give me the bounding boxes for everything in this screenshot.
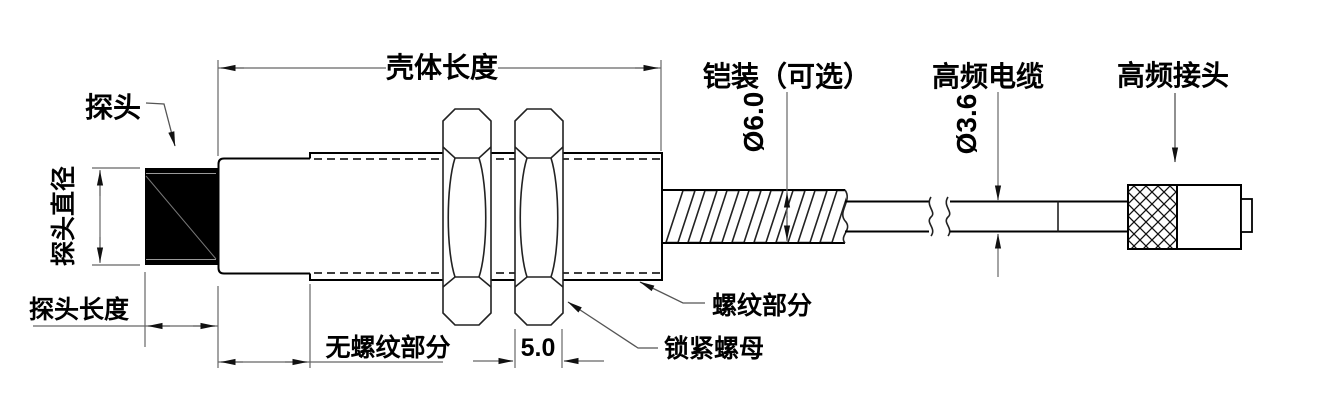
nut-top-chamfer (442, 146, 492, 159)
nut-facet-right (478, 157, 487, 278)
hf-connector-label: 高频接头 (1117, 60, 1229, 91)
leader-lines (145, 93, 1179, 349)
connector-shell (1176, 184, 1242, 250)
connector-tip (1240, 198, 1253, 233)
hf-connector-body (1127, 184, 1253, 250)
lock-nut-leader (567, 301, 658, 349)
housing-length-label: 壳体长度 (386, 52, 498, 83)
lock-nut-1 (442, 108, 492, 326)
probe-length-label: 探头长度 (29, 295, 129, 324)
threaded-section-leader (639, 281, 705, 304)
probe-leader (145, 102, 176, 147)
probe-tip (145, 168, 218, 265)
lock-nut-label: 锁紧螺母 (664, 334, 764, 363)
nut-width-value: 5.0 (521, 334, 556, 362)
armor-diameter-value: Ø6.0 (738, 92, 769, 153)
nut-bottom-chamfer (442, 276, 492, 288)
unthreaded-section-outline (217, 157, 310, 275)
probe-tip-diagonal (145, 175, 217, 260)
probe-tip-block (145, 168, 218, 265)
nut-top-chamfer (514, 146, 564, 159)
nut-facet-right (550, 157, 559, 278)
probe-label: 探头 (85, 92, 141, 123)
nut-bottom-chamfer (514, 276, 564, 288)
probe-diameter-label: 探头直径 (50, 166, 78, 266)
armor-end-mask (846, 185, 866, 248)
hf-cable-section (845, 196, 1128, 237)
armor-optional-label: 铠装（可选） (703, 60, 871, 92)
connector-knurl (1127, 184, 1178, 250)
lock-nut-2 (514, 108, 564, 326)
hf-cable-label: 高频电缆 (932, 61, 1044, 92)
extension-lines (92, 60, 662, 368)
cable-diameter-value: Ø3.6 (951, 94, 982, 155)
housing-body (217, 152, 663, 281)
threaded-section-label: 螺纹部分 (712, 291, 812, 320)
armor-section (663, 185, 866, 248)
cable-break-right (945, 196, 951, 237)
unthreaded-section-label: 无螺纹部分 (325, 333, 450, 362)
nut-octagon (514, 108, 564, 326)
text-labels: 探头 探头直径 探头长度 壳体长度 无螺纹部分 5.0 锁紧螺母 螺纹部分 铠装… (29, 52, 1229, 363)
nut-facet-left (519, 157, 528, 278)
nut-facet-left (447, 157, 456, 278)
nut-octagon (442, 108, 492, 326)
threaded-section-outline (309, 152, 663, 281)
armor-torn-edge (841, 189, 849, 244)
cable-break-left (928, 196, 934, 237)
